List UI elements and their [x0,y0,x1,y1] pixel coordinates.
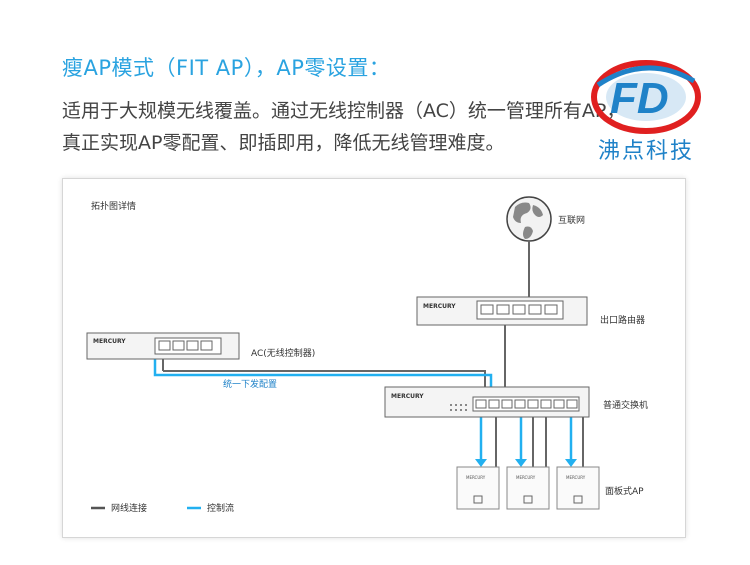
panel-ap-2: MERCURY [506,466,550,510]
topology-panel: 拓扑图详情 互联网 [62,178,686,538]
diagram-title: 拓扑图详情 [91,200,136,212]
legend-control-label: 控制流 [207,502,234,514]
router-device: MERCURY [416,296,588,326]
ap-label: 面板式AP [605,485,644,497]
ac-controller-device: MERCURY [86,332,240,360]
ac-label: AC(无线控制器) [251,347,315,359]
description-line-2: 真正实现AP零配置、即插即用，降低无线管理难度。 [62,132,505,154]
topology-diagram: 拓扑图详情 互联网 [86,196,648,514]
panel-ap-1: MERCURY [456,466,500,510]
page-title: 瘦AP模式（FIT AP），AP零设置： [62,56,391,80]
router-brand: MERCURY [423,303,456,310]
ap-3-brand: MERCURY [566,475,586,480]
ac-brand: MERCURY [93,338,126,345]
config-label: 统一下发配置 [223,378,277,390]
cable-lines [162,241,584,467]
svg-text:FD: FD [610,74,669,123]
legend-cable-label: 网线连接 [111,502,147,514]
brand-name: 沸点科技 [598,139,695,164]
ap-1-brand: MERCURY [466,475,486,480]
switch-device: MERCURY [384,386,590,418]
internet-globe-icon [506,196,552,242]
switch-brand: MERCURY [391,393,424,400]
control-arrowheads [475,459,577,467]
switch-label: 普通交换机 [603,399,648,411]
description-line-1: 适用于大规模无线覆盖。通过无线控制器（AC）统一管理所有AP， [62,100,626,122]
brand-logo-icon: FD [591,60,701,134]
control-flow-lines [153,358,573,461]
internet-label: 互联网 [558,215,585,226]
ap-2-brand: MERCURY [516,475,536,480]
router-label: 出口路由器 [600,314,645,326]
panel-ap-3: MERCURY [556,466,600,510]
